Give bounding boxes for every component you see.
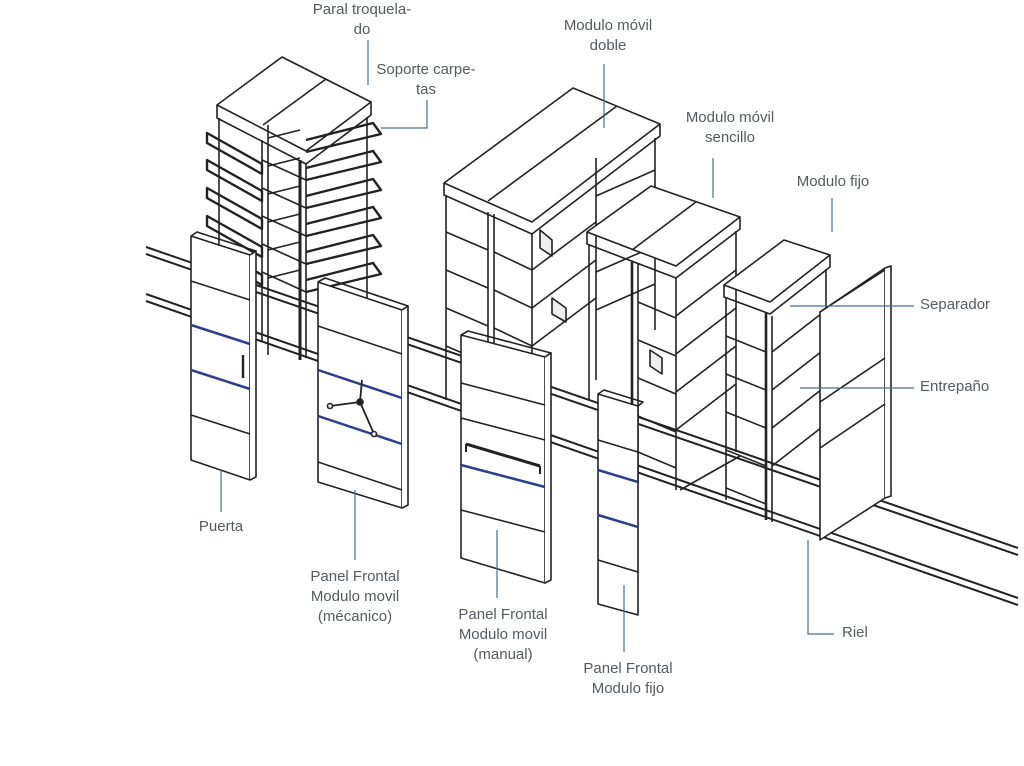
door-panel <box>190 231 257 481</box>
label-modulo-movil-sencillo-line1: Modulo móvil <box>685 109 775 126</box>
label-panel-frontal-manual-line2: Modulo movil <box>458 626 548 643</box>
label-paral-troquelado-line2: do <box>353 21 371 38</box>
label-modulo-fijo-line1: Modulo fijo <box>796 173 870 190</box>
label-puerta: Puerta <box>176 517 266 537</box>
label-panel-frontal-manual-line1: Panel Frontal <box>458 606 548 623</box>
label-panel-frontal-fijo: Panel Frontal Modulo fijo <box>568 659 688 699</box>
label-separador: Separador <box>920 295 1020 315</box>
front-panel-mechanical <box>317 277 409 509</box>
fixed-module <box>723 239 831 522</box>
label-soporte-carpetas: Soporte carpe- tas <box>366 60 486 100</box>
label-modulo-movil-sencillo-line2: sencillo <box>704 129 756 146</box>
fixed-side-panel <box>819 265 892 541</box>
label-entrepano: Entrepaño <box>920 377 1020 397</box>
label-panel-frontal-mecanico-line3: (mécanico) <box>317 608 393 625</box>
label-riel: Riel <box>842 623 902 643</box>
label-puerta-line1: Puerta <box>198 518 244 535</box>
label-entrepano-line1: Entrepaño <box>920 378 990 395</box>
label-panel-frontal-manual: Panel Frontal Modulo movil (manual) <box>443 605 563 665</box>
label-soporte-carpetas-line2: tas <box>415 81 436 98</box>
label-panel-frontal-fijo-line2: Modulo fijo <box>591 680 665 697</box>
single-mobile-module <box>586 185 741 491</box>
label-separador-line1: Separador <box>920 296 991 313</box>
leader-lines <box>220 40 914 652</box>
label-paral-troquelado-line1: Paral troquela- <box>312 1 412 18</box>
front-panel-manual <box>460 330 552 584</box>
label-panel-frontal-mecanico-line2: Modulo movil <box>310 588 400 605</box>
label-panel-frontal-fijo-line1: Panel Frontal <box>583 660 673 677</box>
open-rack-tower <box>205 56 383 360</box>
label-riel-line1: Riel <box>842 624 868 641</box>
label-paral-troquelado: Paral troquela- do <box>300 0 424 40</box>
label-modulo-movil-doble: Modulo móvil doble <box>548 16 668 56</box>
label-soporte-carpetas-line1: Soporte carpe- <box>376 61 476 78</box>
label-modulo-movil-doble-line1: Modulo móvil <box>563 17 653 34</box>
label-panel-frontal-manual-line3: (manual) <box>473 646 533 663</box>
label-panel-frontal-mecanico-line1: Panel Frontal <box>310 568 400 585</box>
label-modulo-movil-sencillo: Modulo móvil sencillo <box>670 108 790 148</box>
label-modulo-fijo: Modulo fijo <box>780 172 886 192</box>
label-modulo-movil-doble-line2: doble <box>589 37 627 54</box>
label-panel-frontal-mecanico: Panel Frontal Modulo movil (mécanico) <box>295 567 415 627</box>
front-panel-fixed <box>597 389 644 616</box>
